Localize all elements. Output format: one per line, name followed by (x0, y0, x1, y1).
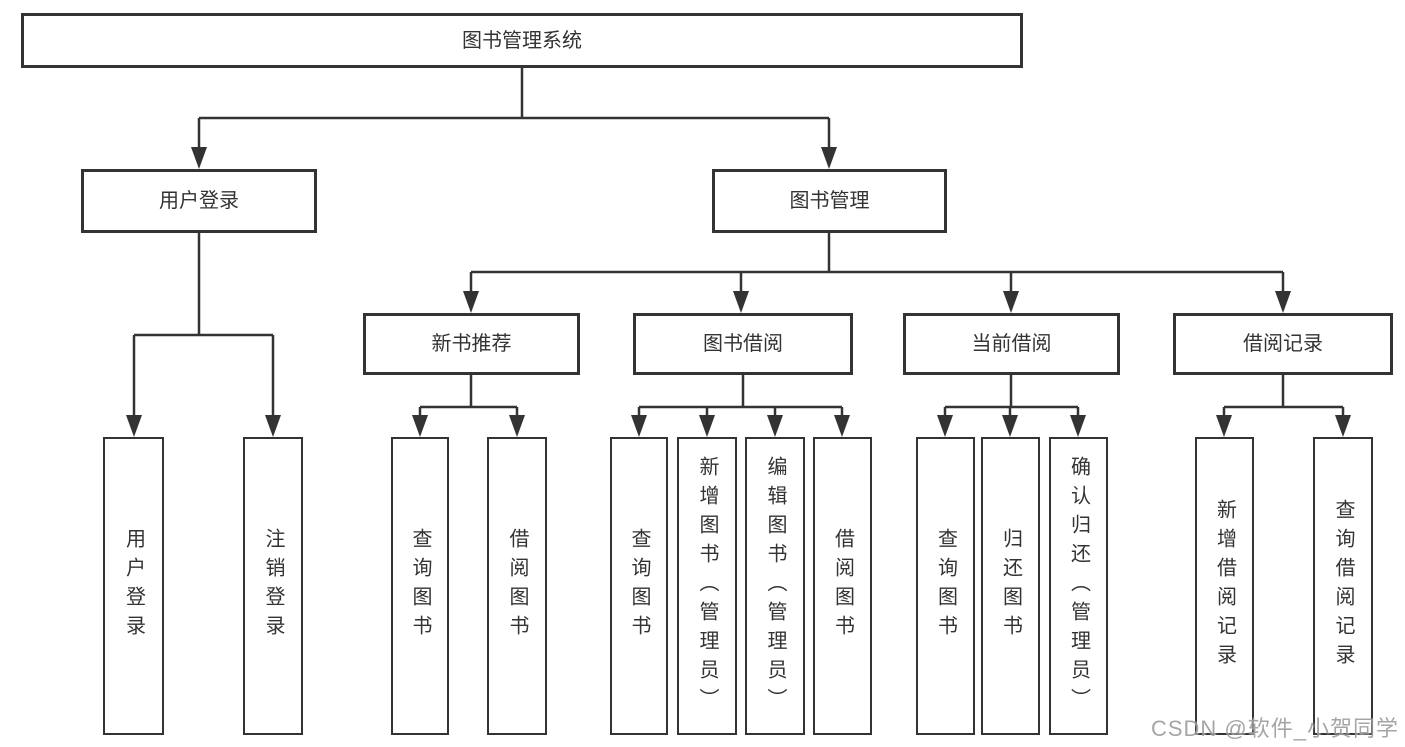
node-label: 图书管理 (789, 190, 870, 212)
leaf-borrow-book: 借阅图书 (813, 437, 872, 735)
node-label: 新书推荐 (431, 333, 512, 355)
leaf-label: 新增借阅记录 (1213, 499, 1236, 673)
leaf-query-borrow-record: 查询借阅记录 (1313, 437, 1373, 735)
node-new-book-recommend: 新书推荐 (363, 313, 580, 375)
leaf-query-book-borrow: 查询图书 (610, 437, 668, 735)
node-system-root: 图书管理系统 (21, 13, 1023, 68)
leaf-label: 查询借阅记录 (1332, 499, 1354, 673)
csdn-watermark: CSDN @软件_小贺同学 (1150, 716, 1399, 741)
leaf-label: 新增图书（管理员） (696, 455, 718, 717)
leaf-edit-book-admin: 编辑图书（管理员） (745, 437, 805, 735)
leaf-user-login: 用户登录 (103, 437, 164, 735)
leaf-confirm-return-admin: 确认归还（管理员） (1049, 437, 1108, 735)
leaf-label: 用户登录 (122, 528, 145, 644)
leaf-add-borrow-record: 新增借阅记录 (1195, 437, 1254, 735)
connector-user-login-to-leaves (132, 233, 275, 418)
node-current-borrow: 当前借阅 (903, 313, 1120, 375)
arrowhead-icons (126, 147, 1351, 437)
node-book-borrow: 图书借阅 (633, 313, 853, 375)
connector-new-book-group (418, 375, 519, 418)
leaf-label: 查询图书 (628, 528, 650, 644)
node-book-management: 图书管理 (712, 169, 947, 233)
connector-borrow-record-group (1222, 375, 1345, 418)
leaf-label: 归还图书 (999, 528, 1022, 644)
leaf-label: 确认归还（管理员） (1067, 455, 1090, 717)
leaf-add-book-admin: 新增图书（管理员） (677, 437, 737, 735)
leaf-label: 注销登录 (262, 528, 284, 644)
node-label: 图书借阅 (703, 333, 783, 355)
connector-root-to-level2 (197, 68, 831, 150)
leaf-label: 借阅图书 (506, 528, 528, 644)
node-borrow-record: 借阅记录 (1173, 313, 1393, 375)
connector-book-mgmt-to-level3 (469, 233, 1285, 294)
leaf-return-book: 归还图书 (981, 437, 1040, 735)
leaf-query-book-recommend: 查询图书 (391, 437, 449, 735)
connector-current-borrow-group (943, 375, 1080, 418)
node-user-login: 用户登录 (81, 169, 317, 233)
leaf-borrow-book-recommend: 借阅图书 (487, 437, 547, 735)
leaf-label: 编辑图书（管理员） (764, 455, 786, 717)
leaf-query-book-current: 查询图书 (916, 437, 975, 735)
node-label: 图书管理系统 (462, 29, 582, 52)
leaf-label: 查询图书 (934, 528, 957, 644)
connector-book-borrow-group (637, 375, 844, 418)
node-label: 当前借阅 (971, 333, 1052, 355)
node-label: 用户登录 (159, 190, 239, 212)
leaf-label: 借阅图书 (831, 528, 854, 644)
leaf-logout: 注销登录 (243, 437, 303, 735)
node-label: 借阅记录 (1243, 333, 1323, 355)
leaf-label: 查询图书 (409, 528, 431, 644)
